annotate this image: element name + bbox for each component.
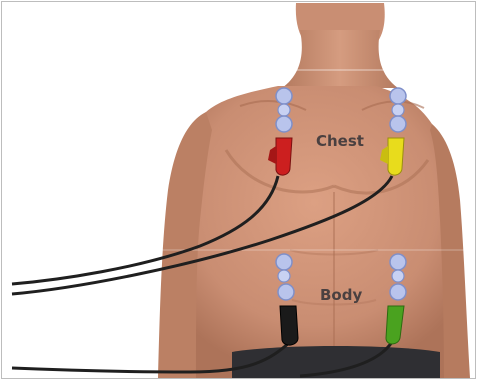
electrode-pad-icon bbox=[276, 116, 292, 132]
lead-clip-red-icon bbox=[276, 138, 292, 175]
electrode-pad-icon bbox=[390, 88, 406, 104]
electrode-pad-icon bbox=[278, 104, 290, 116]
electrode-pad-icon bbox=[390, 254, 406, 270]
body-label: Body bbox=[320, 286, 362, 304]
chest-label: Chest bbox=[316, 132, 364, 150]
electrode-pad-icon bbox=[278, 270, 290, 282]
lead-clip-black-icon bbox=[280, 306, 298, 345]
lead-clip-yellow-icon bbox=[388, 138, 404, 175]
electrode-pad-icon bbox=[392, 270, 404, 282]
electrode-pad-icon bbox=[390, 284, 406, 300]
electrode-pad-icon bbox=[276, 254, 292, 270]
electrode-pad-icon bbox=[390, 116, 406, 132]
electrode-pad-icon bbox=[276, 88, 292, 104]
electrode-pad-icon bbox=[278, 284, 294, 300]
electrode-pad-icon bbox=[392, 104, 404, 116]
